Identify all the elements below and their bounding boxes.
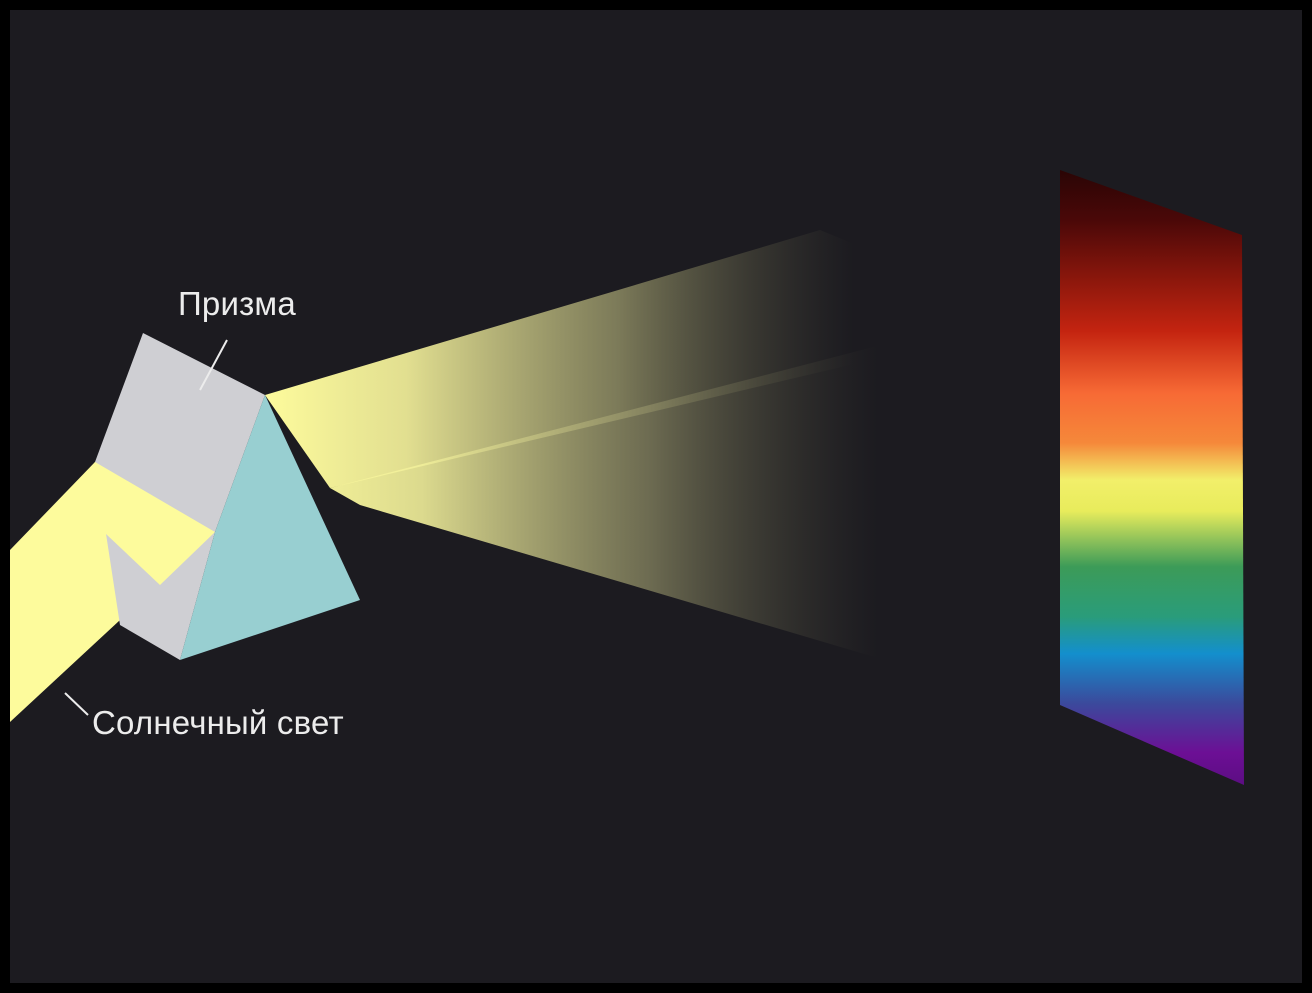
spectrum-screen: [1060, 170, 1244, 785]
prism-dispersion-diagram: [10, 10, 1302, 983]
diagram-canvas: Призма Солнечный свет: [10, 10, 1302, 983]
sunlight-label: Солнечный свет: [92, 706, 344, 739]
prism-label: Призма: [178, 287, 296, 320]
